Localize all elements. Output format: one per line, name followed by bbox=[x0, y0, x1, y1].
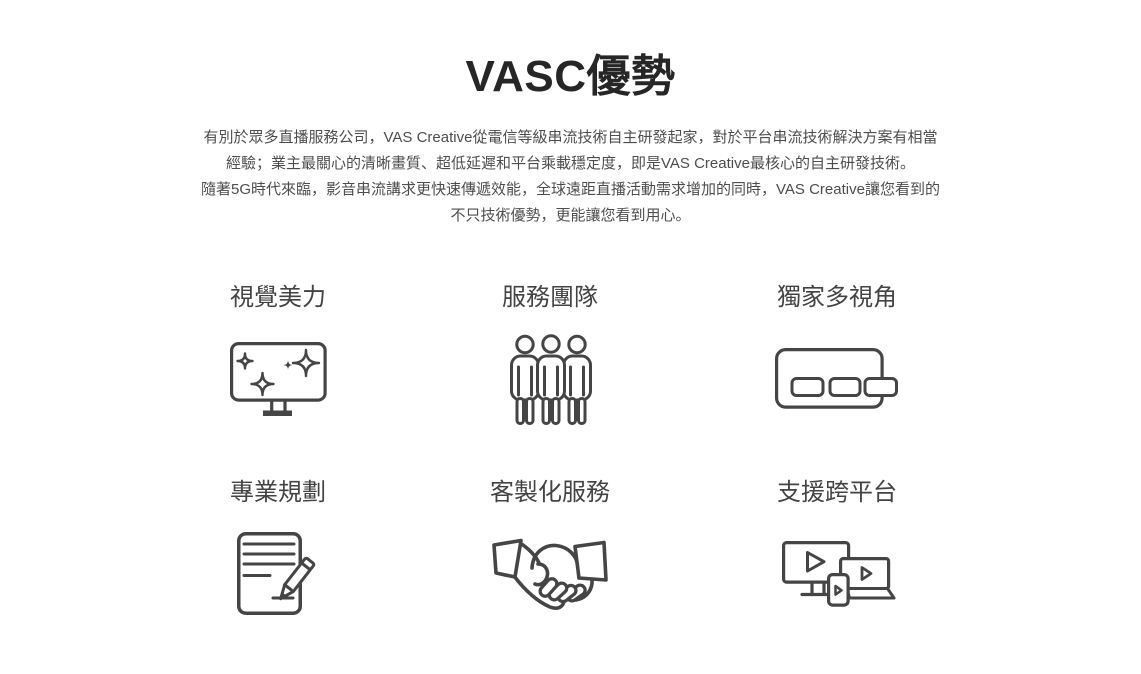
feature-card-professional-planning: 專業規劃 bbox=[215, 478, 341, 620]
multi-view-icon bbox=[774, 333, 900, 425]
features-grid: 視覺美力 服務團隊 bbox=[215, 283, 930, 620]
feature-title-professional-planning: 專業規劃 bbox=[230, 479, 326, 506]
feature-card-multi-view: 獨家多視角 bbox=[774, 283, 900, 425]
feature-title-cross-platform: 支援跨平台 bbox=[777, 479, 897, 506]
cross-platform-devices-icon bbox=[774, 528, 900, 620]
feature-title-service-team: 服務團隊 bbox=[502, 284, 598, 311]
feature-title-multi-view: 獨家多視角 bbox=[777, 284, 897, 311]
section-description: 有別於眾多直播服務公司，VAS Creative從電信等級串流技術自主研發起家，… bbox=[201, 129, 940, 224]
monitor-sparkles-icon bbox=[215, 333, 341, 425]
feature-title-visual-beauty: 視覺美力 bbox=[230, 284, 326, 311]
page-title: VASC優勢 bbox=[465, 52, 676, 101]
feature-card-customized-service: 客製化服務 bbox=[487, 478, 613, 620]
handshake-icon bbox=[487, 528, 613, 620]
vasc-advantages-section: VASC優勢 有別於眾多直播服務公司，VAS Creative從電信等級串流技術… bbox=[201, 52, 940, 620]
feature-title-customized-service: 客製化服務 bbox=[490, 479, 610, 506]
team-icon bbox=[487, 333, 613, 425]
feature-card-cross-platform: 支援跨平台 bbox=[774, 478, 900, 620]
feature-card-visual-beauty: 視覺美力 bbox=[215, 283, 341, 425]
feature-card-service-team: 服務團隊 bbox=[487, 283, 613, 425]
document-pencil-icon bbox=[215, 528, 341, 620]
